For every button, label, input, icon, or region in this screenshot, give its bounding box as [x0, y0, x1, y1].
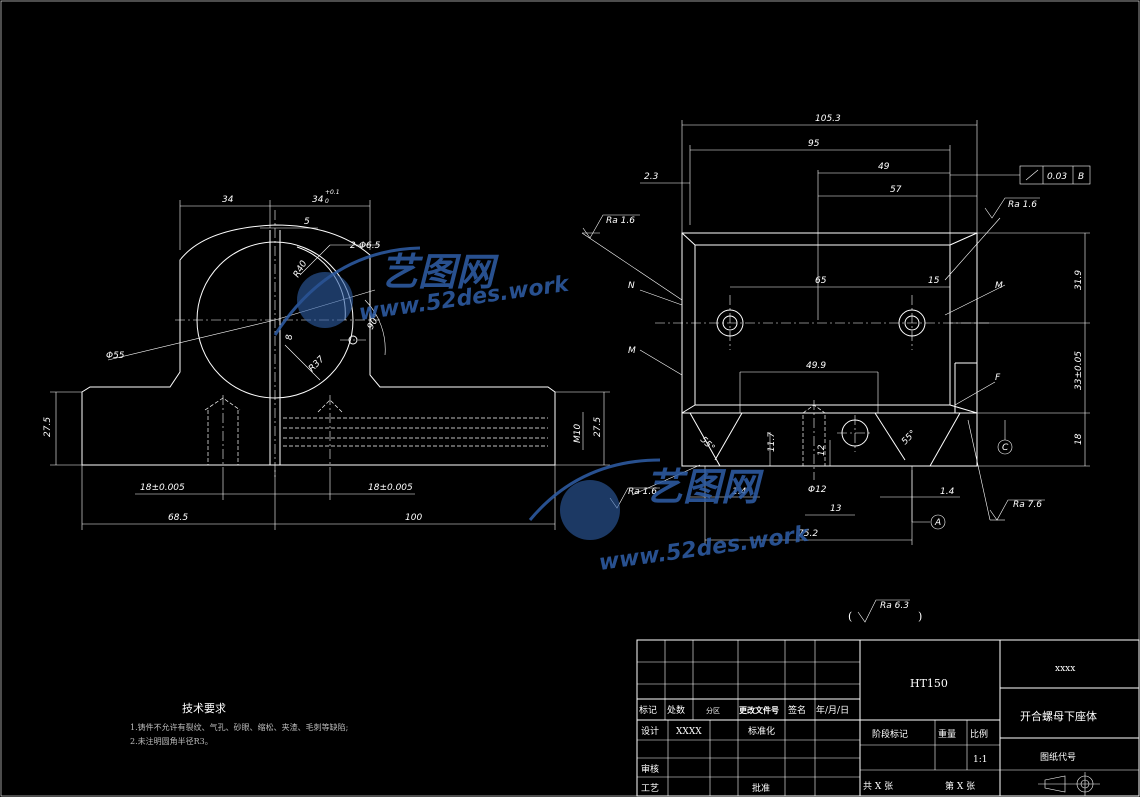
dim-11-7: 11.7	[767, 432, 777, 452]
tb-zone: 分区	[706, 706, 720, 715]
dim-phi12: Φ12	[808, 485, 827, 495]
label-n: N	[628, 281, 635, 291]
dim-1-4-left: 1.4	[732, 487, 747, 497]
dim-34: 34	[222, 195, 234, 205]
label-m-left: M	[628, 346, 636, 356]
datum-b: B	[1078, 172, 1084, 182]
watermark-bottom: 艺图网 www.52des.work	[528, 458, 812, 576]
dim-12: 12	[817, 444, 827, 456]
dim-105-3: 105.3	[815, 114, 841, 124]
tb-change-doc: 更改文件号	[739, 705, 779, 715]
tb-total-sheets: 共 X 张	[863, 781, 893, 792]
dim-8: 8	[285, 334, 295, 340]
tb-standardize: 标准化	[748, 725, 775, 737]
dim-34-sub: 0	[325, 198, 329, 205]
label-m-right: M	[995, 281, 1003, 291]
dim-57: 57	[890, 185, 902, 195]
notes-line-1: 1.铸件不允许有裂纹、气孔、砂眼、缩松、夹渣、毛刺等缺陷;	[130, 722, 348, 732]
tb-approve: 批准	[752, 782, 770, 794]
dim-31-9: 31.9	[1074, 270, 1084, 290]
watermark-top: 艺图网 www.52des.work	[273, 246, 572, 336]
dim-r40: R40	[292, 259, 310, 280]
dim-27-5-left: 27.5	[43, 417, 53, 437]
tb-count: 处数	[667, 704, 685, 716]
dim-18-left: 18±0.005	[140, 483, 185, 493]
left-view: 34 34 +0.1 0 5 2-Φ6.5 R40 Φ55 R37 90° 8 …	[43, 189, 610, 530]
general-finish: ( Ra 6.3 )	[848, 599, 922, 623]
dim-34-tol: 34	[312, 195, 324, 205]
datum-a: A	[934, 518, 941, 528]
dim-95: 95	[808, 139, 820, 149]
tb-scale: 1:1	[973, 755, 987, 765]
dim-m10: M10	[573, 424, 583, 443]
dim-100: 100	[405, 513, 422, 523]
general-finish-value: Ra 6.3	[880, 601, 909, 611]
dim-18-right: 18±0.005	[368, 483, 413, 493]
watermark-brand-bottom: 艺图网	[645, 465, 764, 509]
dim-34-sup: +0.1	[325, 189, 340, 196]
tb-company: xxxx	[1055, 664, 1075, 674]
tb-design: 设计	[641, 725, 659, 737]
tb-scale-label: 比例	[970, 728, 988, 740]
dim-phi55: Φ55	[106, 351, 125, 361]
dim-hole: 2-Φ6.5	[350, 241, 381, 251]
watermark-url-bottom: www.52des.work	[597, 522, 811, 576]
tb-designer: XXXX	[676, 727, 702, 737]
dim-2-3: 2.3	[644, 172, 659, 182]
dim-65: 65	[815, 276, 827, 286]
dim-5: 5	[304, 217, 310, 227]
tb-process: 工艺	[641, 783, 659, 794]
tb-material: HT150	[910, 677, 948, 690]
tb-stage-mark: 阶段标记	[872, 728, 908, 740]
tb-review: 审核	[641, 763, 659, 775]
technical-notes: 技术要求 1.铸件不允许有裂纹、气孔、砂眼、缩松、夹渣、毛刺等缺陷; 2.未注明…	[130, 702, 348, 746]
tb-mark: 标记	[639, 704, 657, 716]
notes-line-2: 2.未注明圆角半径R3。	[130, 736, 213, 746]
roughness-ra16-left: Ra 1.6	[606, 216, 635, 226]
tb-part-name: 开合螺母下座体	[1020, 709, 1097, 723]
roughness-ra16-right: Ra 1.6	[1008, 200, 1037, 210]
tb-sign: 签名	[788, 704, 806, 716]
dim-33: 33±0.05	[1074, 351, 1084, 390]
dim-49: 49	[878, 162, 890, 172]
label-f: F	[995, 373, 1001, 383]
dim-75-2: 75.2	[798, 529, 818, 539]
roughness-ra16-bottom: Ra 1.6	[628, 487, 657, 497]
runout-value: 0.03	[1047, 172, 1067, 182]
dim-27-5-right: 27.5	[593, 417, 603, 437]
dim-angle-55-right: 55°	[900, 429, 918, 447]
dim-r37: R37	[307, 354, 327, 374]
title-block: 标记 处数 分区 更改文件号 签名 年/月/日 设计 XXXX 标准化 审核 工…	[636, 639, 1140, 797]
dim-13: 13	[830, 504, 842, 514]
dim-angle-55-left: 55°	[698, 435, 716, 453]
dim-15: 15	[928, 276, 940, 286]
tb-drawing-no: 图纸代号	[1040, 751, 1076, 763]
datum-c: C	[1002, 443, 1009, 453]
dim-1-4-right: 1.4	[940, 487, 955, 497]
svg-text:): )	[918, 610, 922, 623]
dim-68-5: 68.5	[168, 513, 188, 523]
notes-title: 技术要求	[182, 702, 226, 715]
svg-text:(: (	[848, 610, 852, 623]
tb-sheet-number: 第 X 张	[945, 780, 975, 792]
tb-weight: 重量	[938, 728, 956, 740]
roughness-ra76: Ra 7.6	[1013, 500, 1042, 510]
tb-date: 年/月/日	[816, 704, 849, 716]
dim-49-9: 49.9	[806, 361, 826, 371]
watermark-brand-top: 艺图网	[380, 250, 499, 294]
dim-18: 18	[1074, 433, 1084, 445]
